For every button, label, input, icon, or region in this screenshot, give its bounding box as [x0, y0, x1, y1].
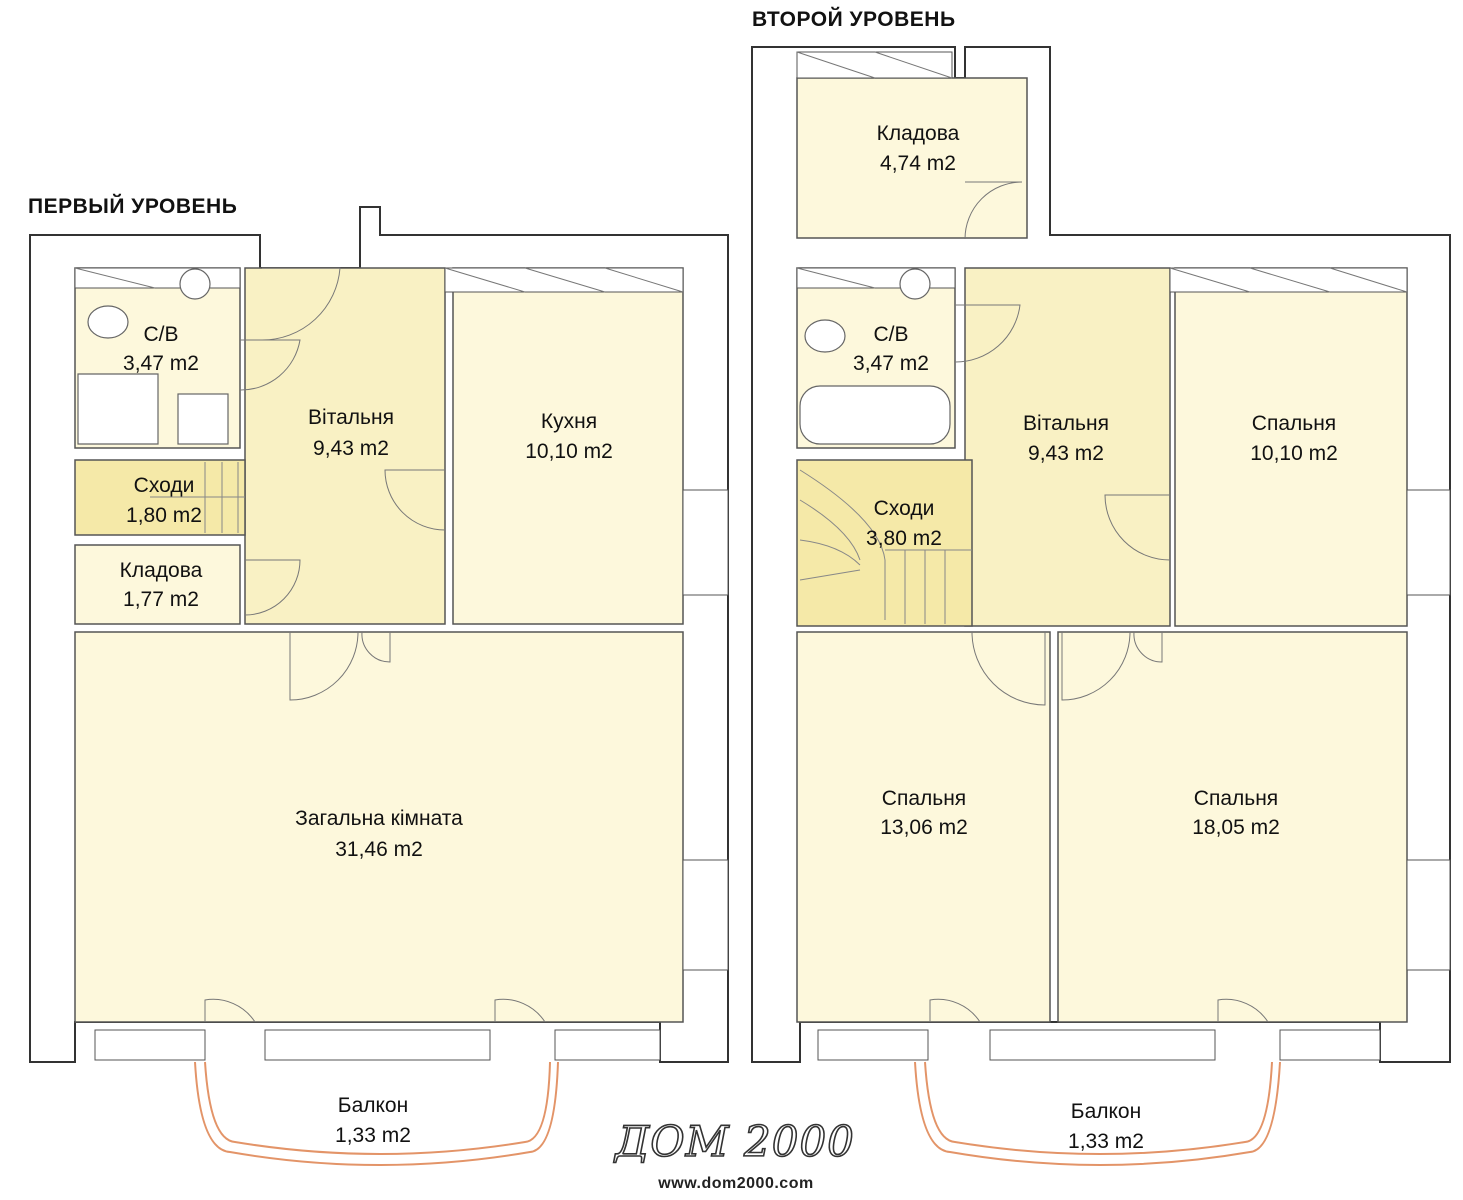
room-storage-2 [796, 77, 1028, 239]
door-1d [289, 631, 359, 701]
door-1c [244, 559, 301, 616]
room-hall-1 [244, 267, 446, 625]
door-2a [964, 181, 1023, 240]
window-bottom-2a [817, 1029, 929, 1061]
room-area: 10,10 m2 [1250, 442, 1338, 465]
door-1e [361, 631, 391, 663]
room-area: 3,47 m2 [853, 352, 929, 375]
room-area: 9,43 m2 [313, 437, 389, 460]
toilet-icon [804, 319, 846, 353]
room-name: Вітальня [1023, 412, 1109, 435]
room-area: 18,05 m2 [1192, 816, 1280, 839]
room-bedroom-2a [1174, 267, 1408, 627]
room-bedroom-2c [1057, 631, 1408, 1023]
window-right-2a [1406, 489, 1451, 596]
room-name: Балкон [338, 1094, 408, 1117]
balcony-rail-1 [194, 1061, 559, 1166]
sink-icon [899, 268, 931, 300]
level-1-plan [29, 206, 729, 1166]
room-name: Спальня [882, 787, 966, 810]
balcony-rail-1-inner [204, 1061, 551, 1155]
room-area: 3,80 m2 [866, 527, 942, 550]
window-bottom-1a [94, 1029, 206, 1061]
room-common-1 [74, 631, 684, 1023]
room-name: Кладова [120, 559, 203, 582]
room-area: 10,10 m2 [525, 440, 613, 463]
window-bottom-1c [554, 1029, 661, 1061]
windows-bedroom-2 [1169, 267, 1408, 293]
room-area: 1,33 m2 [335, 1124, 411, 1147]
stair-treads-1 [150, 462, 245, 533]
door-2h [1217, 998, 1269, 1023]
room-name: Сходи [134, 474, 195, 497]
room-area: 4,74 m2 [880, 152, 956, 175]
room-name: Загальна кімната [295, 807, 463, 830]
window-bottom-2c [1279, 1029, 1381, 1061]
door-2g [929, 998, 981, 1023]
room-name: Балкон [1071, 1100, 1141, 1123]
window-right-2b [1406, 859, 1451, 971]
room-name: Вітальня [308, 406, 394, 429]
room-bedroom-2b [796, 631, 1051, 1023]
sink-icon [179, 268, 211, 300]
room-kitchen-1 [452, 267, 684, 625]
level-2-labels: Кладова 4,74 m2 С/В 3,47 m2 Вітальня 9,4… [853, 122, 1338, 1153]
window-bottom-2b [989, 1029, 1216, 1061]
room-name: С/В [143, 323, 178, 346]
door-2d [971, 631, 1046, 706]
windows-kitchen-1 [444, 267, 684, 293]
stair-treads-2 [799, 469, 972, 624]
door-2f [1133, 631, 1163, 663]
door-2e [1061, 631, 1131, 701]
room-area: 31,46 m2 [335, 838, 423, 861]
door-1h [261, 267, 341, 341]
window-bottom-1b [264, 1029, 491, 1061]
door-1g [494, 998, 546, 1023]
door-1b [384, 469, 446, 531]
shower-icon [77, 373, 159, 445]
windows-wc-1 [74, 267, 241, 289]
level-1-labels: С/В 3,47 m2 Вітальня 9,43 m2 Кухня 10,10… [120, 323, 613, 1147]
level-2-title: ВТОРОЙ УРОВЕНЬ [752, 7, 956, 31]
room-name: Кухня [541, 410, 597, 433]
room-storage-1 [74, 544, 241, 625]
room-name: Кладова [877, 122, 960, 145]
window-right-1b [682, 859, 729, 971]
room-name: Спальня [1194, 787, 1278, 810]
door-1a [239, 339, 301, 391]
door-2b [954, 304, 1021, 363]
door-2c [1104, 494, 1171, 561]
brand-logo: ДОМ 2000 [613, 1117, 855, 1166]
window-right-1a [682, 489, 729, 596]
level-2-plan [751, 46, 1451, 1166]
brand-url: www.dom2000.com [657, 1175, 813, 1192]
room-area: 3,47 m2 [123, 352, 199, 375]
room-area: 1,33 m2 [1068, 1130, 1144, 1153]
toilet-icon [87, 305, 129, 339]
balcony-rail-2 [914, 1061, 1281, 1166]
balcony-rail-2-inner [924, 1061, 1273, 1155]
room-name: С/В [873, 323, 908, 346]
windows-storage-2 [796, 51, 953, 79]
bathtub-icon [799, 385, 951, 445]
room-hall-2 [964, 267, 1171, 627]
door-1f [204, 998, 256, 1023]
room-area: 1,80 m2 [126, 504, 202, 527]
windows-wc-2 [796, 267, 956, 289]
level-1-title: ПЕРВЫЙ УРОВЕНЬ [28, 194, 237, 218]
room-name: Спальня [1252, 412, 1336, 435]
room-area: 13,06 m2 [880, 816, 968, 839]
room-area: 1,77 m2 [123, 588, 199, 611]
washer-icon [177, 393, 229, 445]
room-name: Сходи [874, 497, 935, 520]
room-area: 9,43 m2 [1028, 442, 1104, 465]
